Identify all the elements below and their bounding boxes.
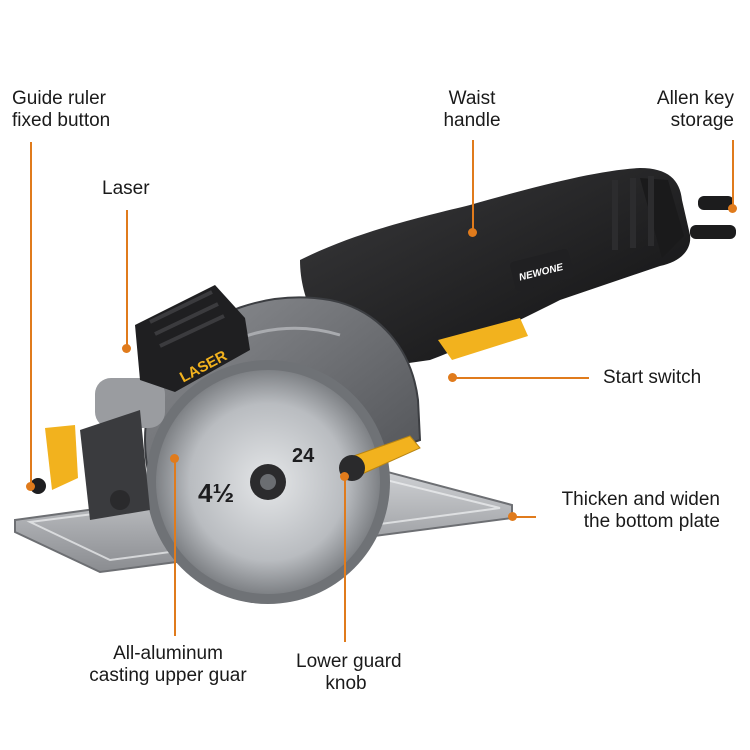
label-waist-handle: Waist handle (443, 88, 501, 131)
leader-line-guide-ruler (30, 142, 32, 486)
leader-dot-guide-ruler (26, 482, 35, 491)
leader-dot-lower-guard-knob (340, 472, 349, 481)
leader-dot-laser (122, 344, 131, 353)
leader-line-lower-guard-knob (344, 476, 346, 642)
front-assembly (30, 378, 165, 520)
leader-line-upper-guard (174, 458, 176, 636)
label-allen-key: Allen key storage (656, 88, 734, 131)
leader-line-bottom-plate (514, 516, 536, 518)
leader-line-laser (126, 210, 128, 348)
label-start-switch: Start switch (603, 367, 702, 388)
leader-dot-allen-key (728, 204, 737, 213)
leader-dot-start-switch (448, 373, 457, 382)
label-laser: Laser (102, 178, 150, 199)
leader-line-start-switch (452, 377, 589, 379)
leader-dot-upper-guard (170, 454, 179, 463)
leader-line-waist-handle (472, 140, 474, 232)
label-upper-guard: All-aluminum casting upper guar (89, 643, 247, 686)
saw-blade: 24 4½ (146, 360, 390, 604)
label-bottom-plate: Thicken and widen the bottom plate (561, 489, 720, 532)
label-lower-guard-knob: Lower guard knob (296, 651, 402, 694)
label-guide-ruler: Guide ruler fixed button (12, 88, 111, 131)
blade-size-text: 4½ (198, 478, 234, 508)
leader-dot-waist-handle (468, 228, 477, 237)
leader-line-allen-key (732, 140, 734, 208)
motor-handle-body: NEWONE (300, 168, 736, 370)
leader-dot-bottom-plate (508, 512, 517, 521)
blade-teeth-text: 24 (292, 445, 315, 467)
